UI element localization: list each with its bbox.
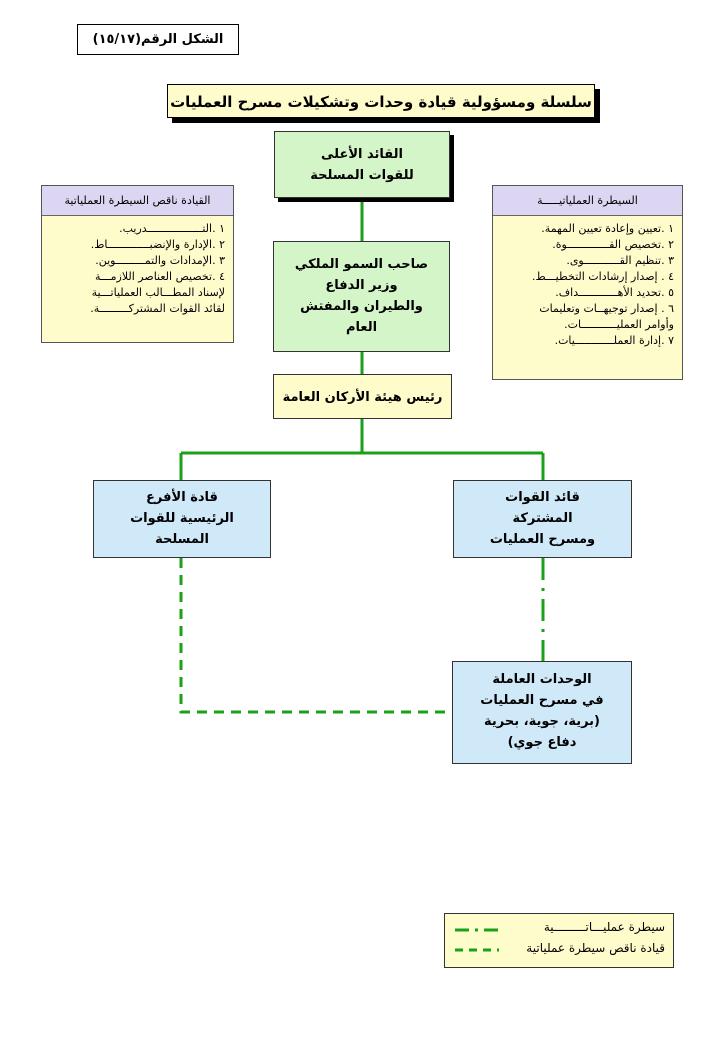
- node-line: ومسرح العمليات: [489, 532, 596, 547]
- list-item: ١ .تعيين وإعادة تعيين المهمة.: [541, 222, 674, 235]
- node-line: وزير الدفاع: [325, 278, 398, 293]
- list-item: لقائد القوات المشتركـــــــــة.: [90, 302, 225, 315]
- legend-swatch-dash-dot: [455, 928, 499, 932]
- node-operating-units: الوحدات العاملة في مسرح العمليات (برية، …: [452, 661, 632, 764]
- node-chief-of-staff: رئيس هيئة الأركان العامة: [273, 374, 452, 419]
- node-supreme-commander: القائد الأعلى للقوات المسلحة: [274, 131, 450, 198]
- legend-label-operational-control: سيطرة عمليـــاتـــــــــية: [543, 920, 665, 934]
- node-line: العام: [345, 320, 378, 335]
- panel-partial-control-list: ١ .التـــــــــــــــــدريب. ٢ .الإدارة …: [42, 216, 233, 317]
- node-line: صاحب السمو الملكي: [294, 257, 429, 272]
- chart-title: سلسلة ومسؤولية قيادة وحدات وتشكيلات مسرح…: [167, 84, 595, 118]
- figure-label: الشكل الرقم(١٥/١٧): [77, 24, 239, 55]
- node-line: للقوات المسلحة: [310, 168, 414, 183]
- list-item: ٥ .تحديد الأهــــــــــــداف.: [555, 286, 674, 299]
- legend-label-partial-control: قيادة ناقص سيطرة عملياتية: [526, 941, 665, 955]
- node-line: رئيس هيئة الأركان العامة: [282, 390, 443, 405]
- node-branch-commanders: قادة الأفرع الرئيسية للقوات المسلحة: [93, 480, 271, 558]
- list-item: ١ .التـــــــــــــــــدريب.: [119, 222, 225, 235]
- node-line: القائد الأعلى: [321, 147, 403, 162]
- node-line: المسلحة: [155, 532, 209, 547]
- list-item: ٢ .الإدارة والإنضبـــــــــــــاط.: [90, 238, 225, 251]
- list-item: ٤ . إصدار إرشادات التخطيـــط.: [532, 270, 674, 283]
- panel-operational-control-header: السيطرة العملياتيـــــة: [493, 186, 682, 216]
- node-line: في مسرح العمليات: [480, 693, 604, 708]
- list-item: ٣ .الإمدادات والتمـــــــــوين.: [95, 254, 225, 267]
- node-joint-forces-commander: قائد القوات المشتركة ومسرح العمليات: [453, 480, 632, 558]
- list-item: ٢ .تخصيص القـــــــــــــوة.: [552, 238, 674, 251]
- legend: سيطرة عمليـــاتـــــــــية قيادة ناقص سي…: [444, 913, 674, 968]
- connector-partial-control: [179, 558, 452, 714]
- node-line: والطيران والمفتش: [300, 299, 423, 314]
- node-line: (برية، جوية، بحرية: [484, 714, 600, 729]
- panel-partial-control-header: القيادة ناقص السيطرة العملياتية: [42, 186, 233, 216]
- node-line: قادة الأفرع: [146, 490, 218, 505]
- node-line: الرئيسية للقوات: [130, 511, 234, 526]
- legend-swatch-dashed: [455, 948, 499, 952]
- node-line: الوحدات العاملة: [492, 672, 592, 687]
- list-item: وأوامر العمليـــــــــــات.: [564, 318, 674, 331]
- panel-partial-control: القيادة ناقص السيطرة العملياتية ١ .التــ…: [41, 185, 234, 343]
- panel-operational-control-list: ١ .تعيين وإعادة تعيين المهمة. ٢ .تخصيص ا…: [493, 216, 682, 349]
- node-line: دفاع جوي): [507, 735, 577, 750]
- node-line: قائد القوات: [505, 490, 580, 505]
- node-defense-minister: صاحب السمو الملكي وزير الدفاع والطيران و…: [273, 241, 450, 352]
- node-line: المشتركة: [512, 511, 573, 526]
- list-item: ٤ .تخصيص العناصر اللازمـــة: [95, 270, 225, 283]
- list-item: ٧ .إدارة العملــــــــــــيات.: [554, 334, 674, 347]
- list-item: لإسناد المطـــالب العملياتـــية: [91, 286, 225, 299]
- panel-operational-control: السيطرة العملياتيـــــة ١ .تعيين وإعادة …: [492, 185, 683, 380]
- list-item: ٦ . إصدار توجيهــات وتعليمات: [539, 302, 674, 315]
- list-item: ٣ .تنظيم القـــــــــــوى.: [566, 254, 674, 267]
